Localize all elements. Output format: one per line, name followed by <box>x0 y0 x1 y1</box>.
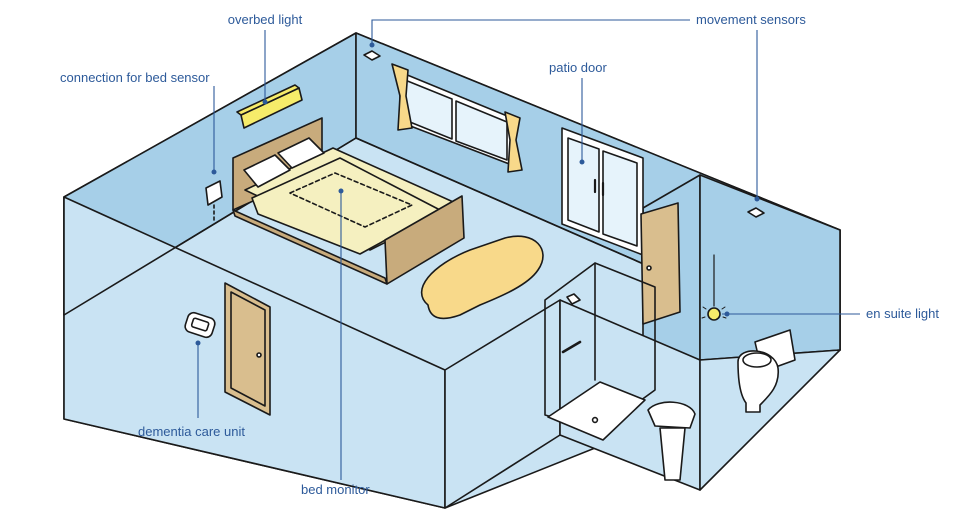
window-glass-right <box>455 100 508 161</box>
leader-dot-bed-sensor <box>211 169 217 175</box>
rug <box>421 235 544 320</box>
ensuite-side-wall <box>699 174 841 361</box>
label-patio-door: patio door <box>549 60 607 75</box>
patio-door-glass-left <box>567 137 600 233</box>
curtain-left <box>391 63 413 131</box>
shower-bar <box>561 340 582 354</box>
overbed-light-top <box>236 84 300 116</box>
shower-tray <box>547 381 646 441</box>
sink <box>647 401 696 429</box>
sink-pedestal <box>659 427 686 481</box>
ensuite-light-bulb <box>707 307 721 321</box>
toilet-seat <box>742 352 772 368</box>
footboard <box>384 195 465 285</box>
bed-dashed-area <box>289 172 413 228</box>
care-unit-screen <box>190 317 210 332</box>
leader-movement-sensors-left <box>371 19 690 44</box>
leader-dot-sensor-left <box>369 42 375 48</box>
label-connection-bed-sensor: connection for bed sensor <box>60 70 210 85</box>
label-movement-sensors: movement sensors <box>696 12 806 27</box>
bed-sensor-box <box>205 180 223 206</box>
room-door <box>224 282 271 416</box>
room-door-knob <box>256 352 262 358</box>
shower-head <box>566 293 581 305</box>
sensor-right <box>747 207 765 218</box>
ensuite-door <box>640 202 681 325</box>
label-bed-monitor: bed monitor <box>301 482 370 497</box>
leader-dot-sensor-right <box>754 196 760 202</box>
pillow-right <box>277 137 325 169</box>
label-en-suite-light: en suite light <box>866 306 939 321</box>
patio-door-glass-right <box>602 150 638 247</box>
sensor-left <box>363 50 381 61</box>
label-overbed-light: overbed light <box>227 12 303 27</box>
pillow-left <box>243 154 291 188</box>
ensuite-door-knob <box>646 265 652 271</box>
leader-dot-en-suite-light <box>724 311 730 317</box>
bed-side <box>232 209 388 285</box>
shower-drain <box>591 416 599 424</box>
leader-dot-care-unit <box>195 340 201 346</box>
label-dementia-care-unit: dementia care unit <box>138 424 245 439</box>
room-door-panel <box>230 291 266 407</box>
leader-dot-patio-door <box>579 159 585 165</box>
leader-dot-overbed <box>262 99 268 105</box>
leader-dot-bed-monitor <box>338 188 344 194</box>
curtain-right <box>504 111 523 173</box>
